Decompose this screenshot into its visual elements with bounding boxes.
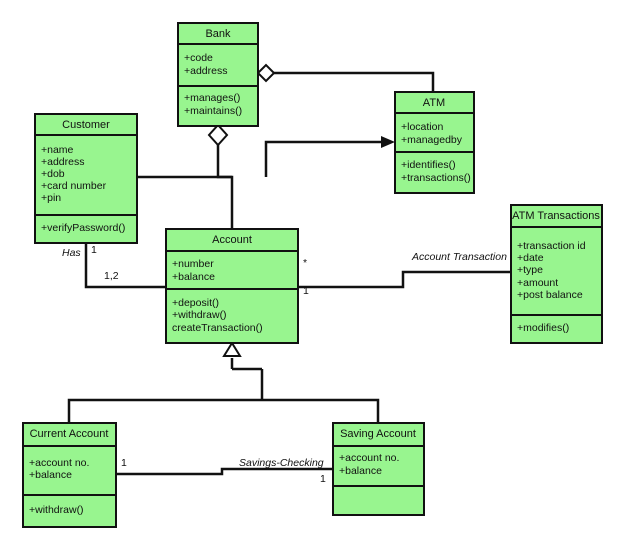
class-atm-method: +transactions() [401, 172, 471, 184]
class-account[interactable]: Account +number +balance +deposit() +wit… [165, 228, 299, 344]
class-account-method: createTransaction() [172, 322, 263, 334]
class-saving-account-attr: +account no. [339, 452, 399, 464]
account-atm-association-line [264, 140, 383, 177]
class-atm[interactable]: ATM +location +managedby +identifies() +… [394, 91, 475, 194]
bank-aggregation-diamond [207, 123, 229, 147]
class-current-account-name: Current Account [30, 428, 109, 440]
has-label: Has [62, 247, 81, 259]
class-current-account-attr: +account no. [29, 457, 89, 469]
class-bank-attr: +address [184, 65, 228, 77]
class-atm-attr: +location [401, 121, 443, 133]
savings-checking-mult-current: 1 [121, 457, 127, 469]
class-atm-transactions-attr: +amount [517, 277, 558, 289]
has-mult-account: 1,2 [104, 270, 119, 282]
class-customer-attr: +card number [41, 180, 107, 192]
account-transaction-mult-transactions: 1 [303, 285, 309, 297]
class-bank-method: +manages() [184, 92, 240, 104]
class-atm-transactions-name: ATM Transactions [512, 210, 600, 222]
class-bank[interactable]: Bank +code +address +manages() +maintain… [177, 22, 259, 127]
class-saving-account-name: Saving Account [340, 428, 416, 440]
savings-checking-mult-saving: 1 [320, 473, 326, 485]
bank-atm-diamond [256, 63, 276, 83]
class-atm-transactions-attr: +type [517, 264, 543, 276]
class-atm-attr: +managedby [401, 134, 463, 146]
inheritance-triangle [222, 341, 242, 357]
class-bank-attr: +code [184, 52, 213, 64]
atm-arrowhead [381, 136, 395, 148]
bank-account-aggregation-line [216, 144, 234, 229]
class-bank-method: +maintains() [184, 105, 242, 117]
account-transaction-line [298, 270, 511, 289]
class-current-account-method: +withdraw() [29, 504, 84, 516]
class-current-account-attr: +balance [29, 469, 72, 481]
class-atm-method: +identifies() [401, 159, 456, 171]
class-account-attr: +balance [172, 271, 215, 283]
class-account-method: +deposit() [172, 297, 219, 309]
class-atm-name: ATM [423, 97, 445, 109]
class-atm-transactions-method: +modifies() [517, 322, 569, 334]
has-mult-customer: 1 [91, 244, 97, 256]
class-customer-attr: +address [41, 156, 85, 168]
bank-atm-aggregation-line [274, 71, 435, 92]
class-account-attr: +number [172, 258, 214, 270]
class-customer-attr: +dob [41, 168, 65, 180]
savings-checking-line [116, 467, 334, 476]
account-transaction-mult-account: * [303, 257, 307, 269]
class-customer-name: Customer [62, 119, 110, 131]
account-transaction-label: Account Transaction [411, 251, 507, 263]
class-customer[interactable]: Customer +name +address +dob +card numbe… [34, 113, 138, 244]
inheritance-current-line [67, 398, 380, 423]
has-association-line [84, 243, 166, 289]
class-customer-attr: +name [41, 144, 74, 156]
savings-checking-label: Savings-Checking [239, 457, 324, 469]
class-bank-name: Bank [205, 28, 231, 40]
class-account-name: Account [212, 234, 252, 246]
class-customer-method: +verifyPassword() [41, 222, 125, 234]
class-saving-account-attr: +balance [339, 465, 382, 477]
class-atm-transactions[interactable]: ATM Transactions +transaction id +date +… [510, 204, 603, 344]
class-account-method: +withdraw() [172, 309, 227, 321]
class-saving-account[interactable]: Saving Account +account no. +balance [332, 422, 425, 516]
class-atm-transactions-attr: +date [517, 252, 544, 264]
class-atm-transactions-attr: +post balance [517, 289, 583, 301]
class-current-account[interactable]: Current Account +account no. +balance +w… [22, 422, 117, 528]
class-customer-attr: +pin [41, 192, 61, 204]
class-atm-transactions-attr: +transaction id [517, 240, 586, 252]
